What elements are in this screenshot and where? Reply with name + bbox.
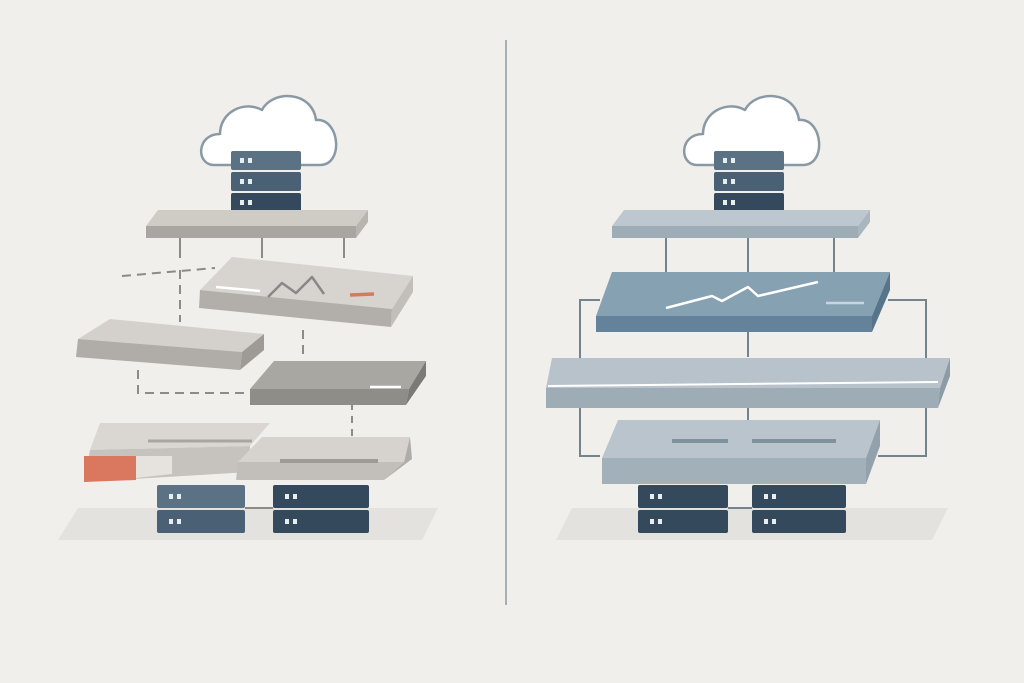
left-layer-analytics bbox=[199, 257, 413, 327]
right-layer-top bbox=[612, 210, 870, 238]
left-cloud bbox=[199, 94, 338, 212]
right-panel bbox=[546, 94, 950, 540]
cloud-icon bbox=[682, 94, 821, 167]
server-icon bbox=[231, 151, 301, 212]
sparkline-icon bbox=[267, 275, 326, 298]
server-icon bbox=[714, 151, 784, 212]
cloud-icon bbox=[199, 94, 338, 167]
right-layer-lower bbox=[602, 420, 880, 484]
left-floor-shadow bbox=[58, 508, 438, 540]
server-rack-icon bbox=[157, 485, 245, 533]
left-layer-lower-a bbox=[84, 423, 270, 482]
left-server-rack-2 bbox=[273, 485, 369, 533]
server-rack-icon bbox=[273, 485, 369, 533]
left-layer-lower-b bbox=[236, 437, 412, 480]
left-connectors bbox=[121, 238, 353, 438]
sparkline-icon bbox=[665, 280, 819, 310]
left-layer-top bbox=[146, 210, 368, 238]
right-server-rack-2 bbox=[752, 485, 846, 533]
left-server-rack-1 bbox=[157, 485, 245, 533]
left-panel bbox=[58, 94, 438, 540]
left-layer-middle bbox=[250, 361, 426, 405]
right-layer-middle bbox=[546, 358, 950, 408]
server-rack-icon bbox=[752, 485, 846, 533]
right-server-rack-1 bbox=[638, 485, 728, 533]
right-cloud bbox=[682, 94, 821, 212]
server-rack-icon bbox=[638, 485, 728, 533]
right-layer-analytics bbox=[596, 272, 890, 332]
left-layer-floating bbox=[76, 319, 264, 370]
